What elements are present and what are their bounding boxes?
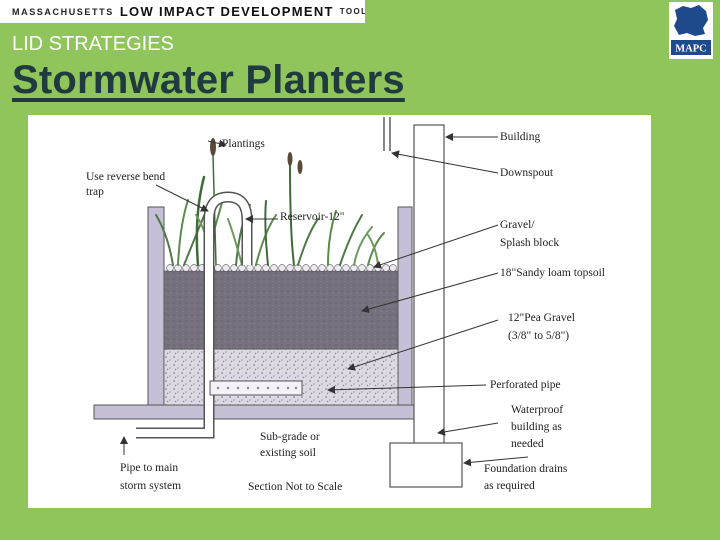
banner-name: LOW IMPACT DEVELOPMENT bbox=[119, 4, 334, 19]
planter-cross-section: Plantings Use reverse bend trap Reservoi… bbox=[28, 115, 651, 508]
label-subgrade-2: existing soil bbox=[260, 447, 316, 459]
label-pipe-main-2: storm system bbox=[120, 480, 181, 492]
banner-state: MASSACHUSETTS bbox=[12, 6, 114, 17]
label-gravel-1: Gravel/ bbox=[500, 219, 535, 231]
ground-slab bbox=[93, 404, 415, 420]
label-gravel-2: Splash block bbox=[500, 237, 559, 249]
pea-gravel-layer bbox=[163, 348, 399, 406]
foundation-footing bbox=[389, 442, 463, 488]
page-title: Stormwater Planters bbox=[12, 58, 405, 102]
section-subtitle: LID STRATEGIES bbox=[12, 33, 174, 55]
banner-toolkit: TOOLKIT bbox=[339, 7, 365, 16]
label-plantings: Plantings bbox=[222, 138, 265, 150]
label-reverse-bend-2: trap bbox=[86, 186, 104, 198]
label-waterproof-3: needed bbox=[511, 438, 544, 450]
mapc-logo: MAPC bbox=[669, 2, 713, 59]
label-not-to-scale: Section Not to Scale bbox=[248, 481, 342, 493]
label-waterproof-2: building as bbox=[511, 421, 562, 433]
label-foundation-2: as required bbox=[484, 480, 535, 492]
perforated-pipe bbox=[209, 380, 303, 396]
label-pea-gravel-2: (3/8" to 5/8") bbox=[508, 330, 569, 342]
topsoil-layer bbox=[163, 270, 399, 350]
building-wall bbox=[413, 124, 445, 446]
leader-lines bbox=[120, 133, 529, 467]
label-perforated-pipe: Perforated pipe bbox=[490, 379, 561, 391]
label-reverse-bend-1: Use reverse bend bbox=[86, 171, 165, 183]
label-foundation-1: Foundation drains bbox=[484, 463, 568, 475]
toolkit-banner: MASSACHUSETTS LOW IMPACT DEVELOPMENT TOO… bbox=[0, 0, 365, 23]
logo-text: MAPC bbox=[675, 44, 707, 55]
label-pipe-main-1: Pipe to main bbox=[120, 462, 178, 474]
label-building: Building bbox=[500, 131, 541, 143]
label-subgrade-1: Sub-grade or bbox=[260, 431, 320, 443]
label-downspout: Downspout bbox=[500, 167, 554, 179]
surface-gravel bbox=[166, 264, 397, 272]
label-pea-gravel-1: 12"Pea Gravel bbox=[508, 312, 575, 324]
plantings bbox=[155, 162, 385, 267]
label-waterproof-1: Waterproof bbox=[511, 404, 563, 416]
planter-left-wall bbox=[147, 206, 165, 406]
label-topsoil: 18"Sandy loam topsoil bbox=[500, 267, 605, 279]
planter-right-wall bbox=[397, 206, 413, 406]
label-reservoir: Reservoir-12" bbox=[280, 211, 345, 223]
